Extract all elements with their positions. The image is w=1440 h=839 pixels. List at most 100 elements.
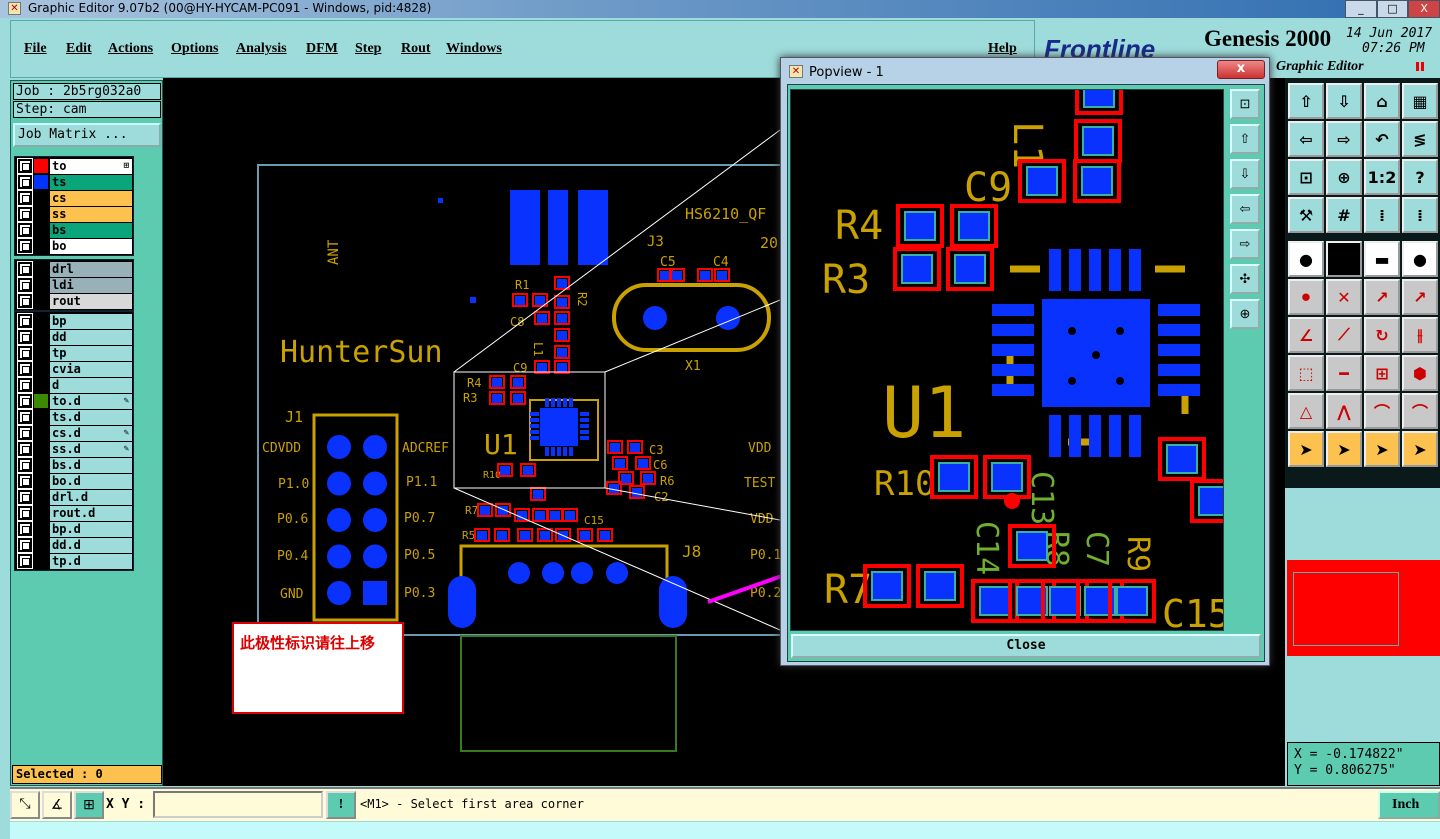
layer-name[interactable]: dd.d	[50, 537, 132, 553]
tools-icon[interactable]: ⚒	[1288, 197, 1324, 233]
menu-dfm[interactable]: DFM	[306, 41, 338, 56]
layer-name[interactable]: drl.d	[50, 489, 132, 505]
shapes-icon[interactable]: ⬢	[1402, 355, 1438, 391]
layer-name[interactable]: bs.d	[50, 457, 132, 473]
layer-checkbox[interactable]	[17, 261, 33, 277]
job-matrix-button[interactable]: Job Matrix ...	[13, 123, 161, 147]
layer-row-cs-d[interactable]: cs.d✎	[16, 425, 132, 441]
move-up-icon[interactable]: ⇧	[1288, 83, 1324, 119]
layer-checkbox[interactable]	[17, 222, 33, 238]
drc-check-icon[interactable]: ⁞	[1364, 197, 1400, 233]
arc-icon[interactable]: ⌒	[1364, 393, 1400, 429]
select-route-icon[interactable]: ➤	[1402, 431, 1438, 467]
angle-icon[interactable]: ∡	[42, 791, 72, 819]
layer-row-ts[interactable]: ts	[16, 174, 132, 190]
layer-row-drl-d[interactable]: drl.d	[16, 489, 132, 505]
select-icon[interactable]: ➤	[1288, 431, 1324, 467]
layer-checkbox[interactable]	[17, 313, 33, 329]
menu-actions[interactable]: Actions	[108, 41, 154, 56]
pad-outline-icon[interactable]: ●	[1402, 241, 1438, 277]
layer-row-bo[interactable]: bo	[16, 238, 132, 254]
popview-close-button[interactable]: Close	[791, 634, 1261, 658]
xy-input[interactable]	[153, 791, 323, 818]
xy-window-icon[interactable]: ▦	[1402, 83, 1438, 119]
layer-row-rout[interactable]: rout	[16, 293, 132, 309]
layer-row-tp[interactable]: tp	[16, 345, 132, 361]
layer-row-ts-d[interactable]: ts.d	[16, 409, 132, 425]
layer-row-ss[interactable]: ss	[16, 206, 132, 222]
popview-close-x[interactable]: x	[1217, 60, 1265, 79]
zoom-home-icon[interactable]: ⊡	[1230, 89, 1260, 119]
layer-row-tp-d[interactable]: tp.d	[16, 553, 132, 569]
pan-right-icon[interactable]: ⇨	[1230, 229, 1260, 259]
zoom-in-icon[interactable]: ⇧	[1230, 124, 1260, 154]
layer-name[interactable]: drl	[50, 261, 132, 277]
layer-checkbox[interactable]	[17, 393, 33, 409]
layer-name[interactable]: bp	[50, 313, 132, 329]
layer-row-to[interactable]: to⊞	[16, 158, 132, 174]
layer-name[interactable]: bp.d	[50, 521, 132, 537]
layer-name[interactable]: to⊞	[50, 158, 132, 174]
layer-row-d[interactable]: d	[16, 377, 132, 393]
cross-icon[interactable]: ✕	[1326, 279, 1362, 315]
measure-pad-icon[interactable]: ◪	[1326, 241, 1362, 277]
maximize-button[interactable]: □	[1376, 0, 1409, 18]
zoom-fit-icon[interactable]: ✣	[1230, 264, 1260, 294]
layer-name[interactable]: tp.d	[50, 553, 132, 569]
zoom-diagonal-icon[interactable]: ⤡	[10, 791, 40, 819]
layer-name[interactable]: tp	[50, 345, 132, 361]
angle-line-icon[interactable]: ∠	[1288, 317, 1324, 353]
layer-checkbox[interactable]	[17, 553, 33, 569]
menu-help[interactable]: Help	[988, 41, 1017, 56]
zoom-fit-icon[interactable]: ⊡	[1288, 159, 1324, 195]
layer-name[interactable]: rout	[50, 293, 132, 309]
layer-checkbox[interactable]	[17, 190, 33, 206]
layer-row-to-d[interactable]: to.d✎	[16, 393, 132, 409]
layer-name[interactable]: d	[50, 377, 132, 393]
layer-row-bs-d[interactable]: bs.d	[16, 457, 132, 473]
layer-checkbox[interactable]	[17, 537, 33, 553]
line-center-icon[interactable]: ━	[1326, 355, 1362, 391]
popview-canvas[interactable]: L1 C9 R4 R3 U1 R10 C13 C14 R8 C7 R9 R7 C…	[790, 71, 1238, 636]
layer-row-ss-d[interactable]: ss.d✎	[16, 441, 132, 457]
close-window-button[interactable]: X	[1408, 0, 1440, 18]
rotate-icon[interactable]: ↻	[1364, 317, 1400, 353]
layer-checkbox[interactable]	[17, 206, 33, 222]
layer-checkbox[interactable]	[17, 377, 33, 393]
layer-name[interactable]: to.d✎	[50, 393, 132, 409]
layer-checkbox[interactable]	[17, 425, 33, 441]
mirror-icon[interactable]: ⫲	[1402, 317, 1438, 353]
scale-1-2-icon[interactable]: 1:2	[1364, 159, 1400, 195]
move-down-icon[interactable]: ⇩	[1326, 83, 1362, 119]
dimension-icon[interactable]: ⊞	[1364, 355, 1400, 391]
grid-snap-icon[interactable]: ⊞	[74, 791, 104, 819]
layer-checkbox[interactable]	[17, 489, 33, 505]
zoom-out-icon[interactable]: ⇩	[1230, 159, 1260, 189]
triangle-2-icon[interactable]: ⋀	[1326, 393, 1362, 429]
layer-row-bo-d[interactable]: bo.d	[16, 473, 132, 489]
grid-icon[interactable]: #	[1326, 197, 1362, 233]
zoom-center-icon[interactable]: ⊕	[1326, 159, 1362, 195]
snake-icon[interactable]: ≶	[1402, 121, 1438, 157]
layer-checkbox[interactable]	[17, 457, 33, 473]
layer-checkbox[interactable]	[17, 174, 33, 190]
pan-left-icon[interactable]: ⇦	[1288, 121, 1324, 157]
menu-windows[interactable]: Windows	[446, 41, 502, 56]
layer-checkbox[interactable]	[17, 238, 33, 254]
layer-checkbox[interactable]	[17, 409, 33, 425]
layer-checkbox[interactable]	[17, 277, 33, 293]
line-mid-icon[interactable]: ⟋	[1326, 317, 1362, 353]
layer-name[interactable]: bo.d	[50, 473, 132, 489]
layer-name[interactable]: bo	[50, 238, 132, 254]
move-pads-icon[interactable]: ⬚	[1288, 355, 1324, 391]
units-select[interactable]: Inch	[1378, 791, 1440, 831]
layer-name[interactable]: bs	[50, 222, 132, 238]
pan-left-icon[interactable]: ⇦	[1230, 194, 1260, 224]
menu-file[interactable]: File	[24, 41, 47, 56]
snap-icon[interactable]: ●	[1288, 241, 1324, 277]
menu-rout[interactable]: Rout	[401, 41, 431, 56]
drc-check-2-icon[interactable]: ⁞	[1402, 197, 1438, 233]
layer-name[interactable]: cs.d✎	[50, 425, 132, 441]
layer-name[interactable]: ts.d	[50, 409, 132, 425]
overview-preview[interactable]	[1287, 560, 1440, 656]
